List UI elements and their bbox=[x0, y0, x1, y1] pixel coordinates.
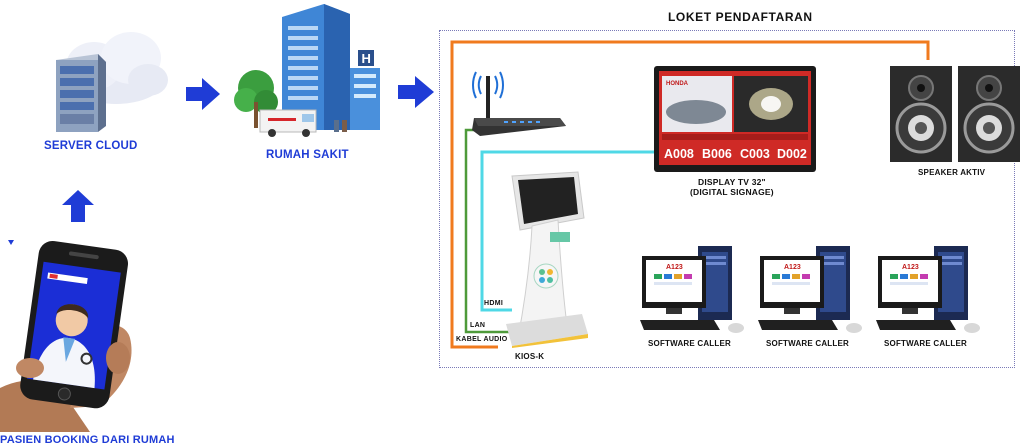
speaker-label: SPEAKER AKTIV bbox=[918, 168, 986, 177]
marker-icon bbox=[8, 240, 14, 245]
queue-number-b: B006 bbox=[702, 147, 732, 161]
arrow-up-icon bbox=[62, 190, 94, 222]
hospital-building-illustration: H bbox=[234, 4, 380, 137]
rumah-sakit-label: RUMAH SAKIT bbox=[266, 149, 349, 161]
display-tv-sublabel: (DIGITAL SIGNAGE) bbox=[690, 187, 774, 197]
server-cloud-label: SERVER CLOUD bbox=[44, 140, 138, 152]
caller-number-text: A123 bbox=[902, 264, 919, 271]
speaker-illustration bbox=[890, 66, 1020, 162]
software-caller-pc-3: A123 bbox=[874, 246, 988, 341]
queue-number-c: C003 bbox=[740, 147, 770, 161]
software-caller-label-2: SOFTWARE CALLER bbox=[766, 339, 849, 348]
svg-text:H: H bbox=[362, 51, 371, 66]
kiosk-label: KIOS-K bbox=[515, 352, 545, 361]
loket-area-border bbox=[439, 30, 1015, 368]
kiosk-illustration bbox=[506, 171, 588, 348]
computer-illustration: A123 bbox=[640, 246, 744, 333]
kabel-audio-label: KABEL AUDIO bbox=[456, 336, 508, 343]
queue-number-a: A008 bbox=[664, 147, 694, 161]
display-tv-illustration: HONDA A008 B006 C003 D002 bbox=[654, 66, 816, 172]
software-caller-label-1: SOFTWARE CALLER bbox=[648, 339, 731, 348]
caller-number-text: A123 bbox=[666, 264, 683, 271]
loket-title: LOKET PENDAFTARAN bbox=[668, 10, 813, 24]
queue-number-d: D002 bbox=[777, 147, 807, 161]
tv-brand-text: HONDA bbox=[666, 81, 689, 87]
arrow-right-icon bbox=[398, 76, 434, 108]
caller-number-text: A123 bbox=[784, 264, 801, 271]
software-caller-pc-1: A123 bbox=[638, 246, 752, 341]
computer-illustration: A123 bbox=[758, 246, 862, 333]
display-tv-label: DISPLAY TV 32" bbox=[698, 177, 766, 187]
lan-label: LAN bbox=[470, 322, 486, 329]
phone-in-hand-illustration bbox=[0, 240, 132, 432]
software-caller-label-3: SOFTWARE CALLER bbox=[884, 339, 967, 348]
server-cloud-illustration bbox=[56, 32, 168, 132]
pasien-label: PASIEN BOOKING DARI RUMAH bbox=[0, 434, 175, 446]
arrow-right-icon bbox=[186, 78, 220, 110]
router-illustration bbox=[472, 71, 566, 136]
computer-illustration: A123 bbox=[876, 246, 980, 333]
hdmi-label: HDMI bbox=[484, 300, 504, 307]
software-caller-pc-2: A123 bbox=[756, 246, 870, 341]
